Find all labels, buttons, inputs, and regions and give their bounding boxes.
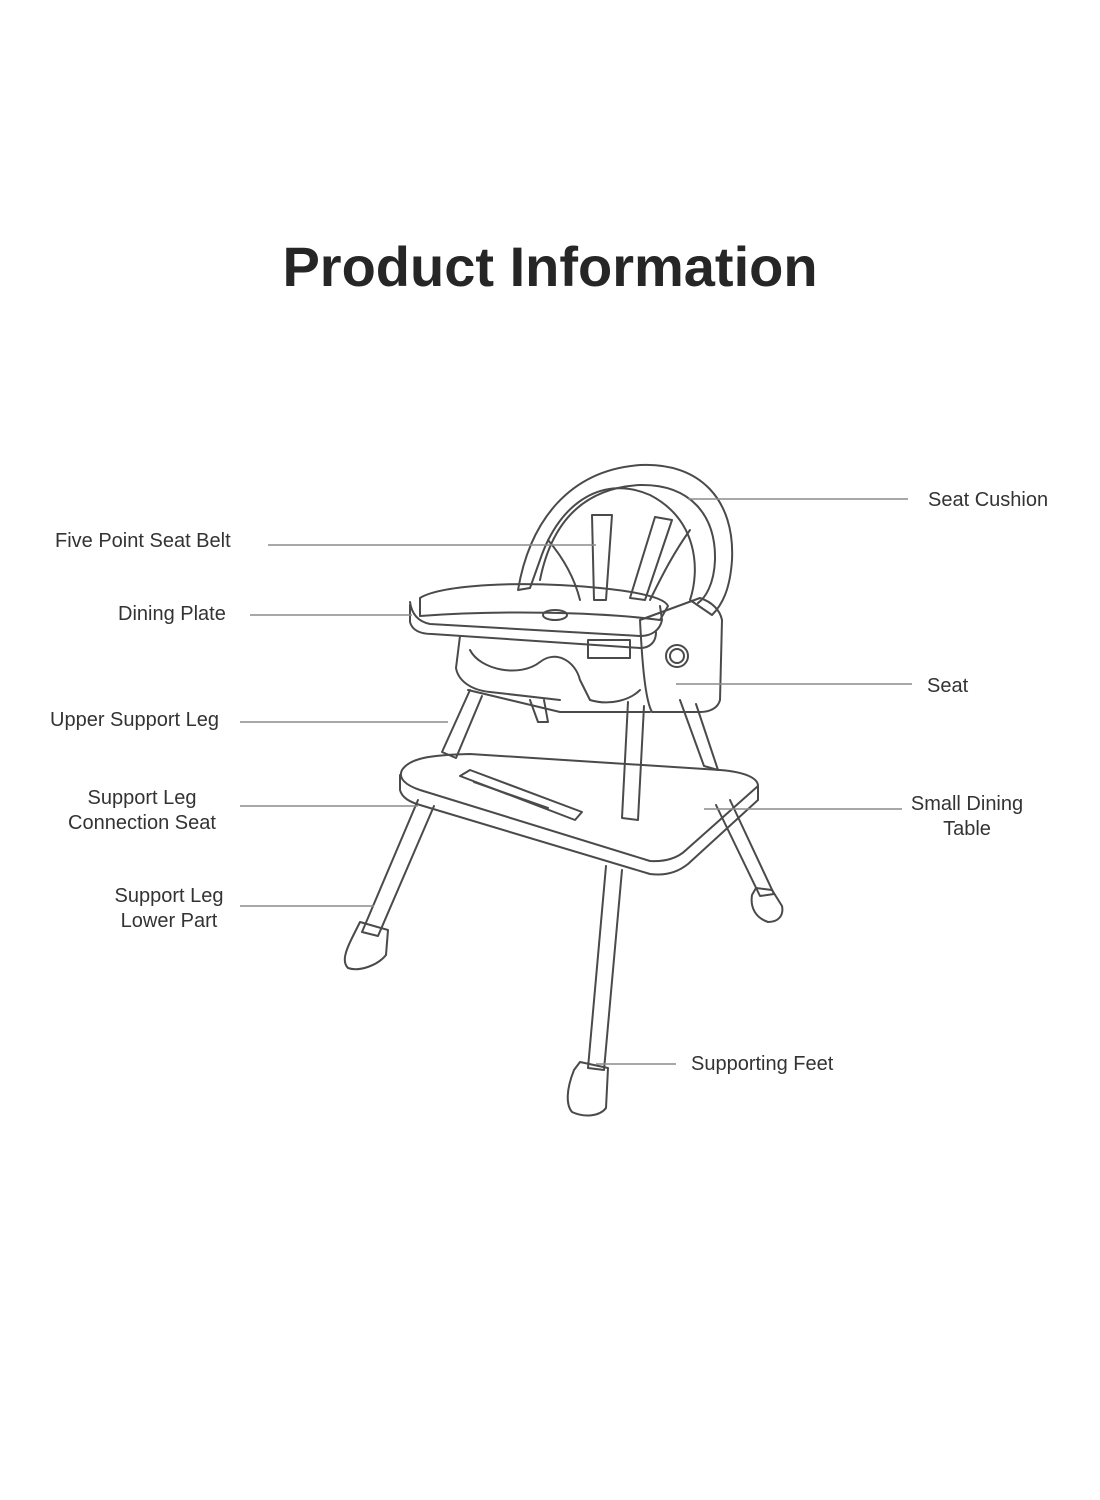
lower-support-leg-right xyxy=(715,799,775,897)
dining-plate-top xyxy=(419,583,669,621)
label-upper-support-leg: Upper Support Leg xyxy=(50,709,220,731)
dining-plate-cup-hole xyxy=(542,609,568,621)
five-point-belt-strap-left xyxy=(591,514,613,601)
upper-support-leg-rear-right xyxy=(679,699,719,771)
supporting-foot-left xyxy=(343,921,389,971)
leader-lines xyxy=(240,498,912,1065)
label-support-leg-connection-seat-line1: Support Leg xyxy=(87,787,197,809)
seat-side-knob-inner xyxy=(669,648,685,664)
seat-bottom xyxy=(467,689,651,713)
label-seat-cushion: Seat Cushion xyxy=(928,489,1049,511)
page-title: Product Information xyxy=(282,235,818,298)
supporting-foot-front xyxy=(566,1061,609,1117)
label-small-dining-table-line2: Table xyxy=(943,818,991,840)
belt-buckle xyxy=(587,639,631,659)
seat-side-knob xyxy=(665,644,689,668)
seat-back-inner xyxy=(539,483,717,604)
lower-support-leg-left xyxy=(361,799,435,937)
seat-body-front xyxy=(469,649,641,704)
supporting-foot-right xyxy=(750,887,784,923)
label-supporting-feet: Supporting Feet xyxy=(691,1053,834,1075)
label-support-leg-lower-part: Support Leg Lower Part xyxy=(94,884,244,934)
label-support-leg-lower-part-line1: Support Leg xyxy=(114,885,224,907)
label-dining-plate: Dining Plate xyxy=(118,603,226,625)
label-support-leg-lower-part-line2: Lower Part xyxy=(120,910,218,932)
footrest-bar-inner xyxy=(473,781,549,809)
label-seat: Seat xyxy=(927,675,969,697)
label-five-point-seat-belt: Five Point Seat Belt xyxy=(55,530,231,552)
small-dining-table-top xyxy=(400,753,759,863)
dining-plate-front xyxy=(409,604,657,649)
upper-support-leg-front-right xyxy=(621,701,645,821)
label-support-leg-connection-seat-line2: Connection Seat xyxy=(68,812,216,834)
footrest-bar xyxy=(459,769,583,821)
small-dining-table-edge xyxy=(399,774,759,876)
lower-support-leg-front xyxy=(587,865,623,1071)
label-small-dining-table: Small Dining Table xyxy=(897,792,1037,842)
seat-side-panel xyxy=(639,597,723,713)
five-point-belt-strap-right xyxy=(629,516,673,601)
label-support-leg-connection-seat: Support Leg Connection Seat xyxy=(52,786,232,836)
upper-support-leg-front-left xyxy=(441,689,483,759)
dining-plate-rim xyxy=(409,601,663,637)
upper-support-leg-rear-left xyxy=(529,699,549,723)
high-chair-illustration xyxy=(343,463,784,1117)
label-small-dining-table-line1: Small Dining xyxy=(910,793,1024,815)
cushion-stitch-left xyxy=(547,539,581,601)
cushion-stitch-right xyxy=(649,529,691,601)
seat-body-left xyxy=(455,635,561,701)
